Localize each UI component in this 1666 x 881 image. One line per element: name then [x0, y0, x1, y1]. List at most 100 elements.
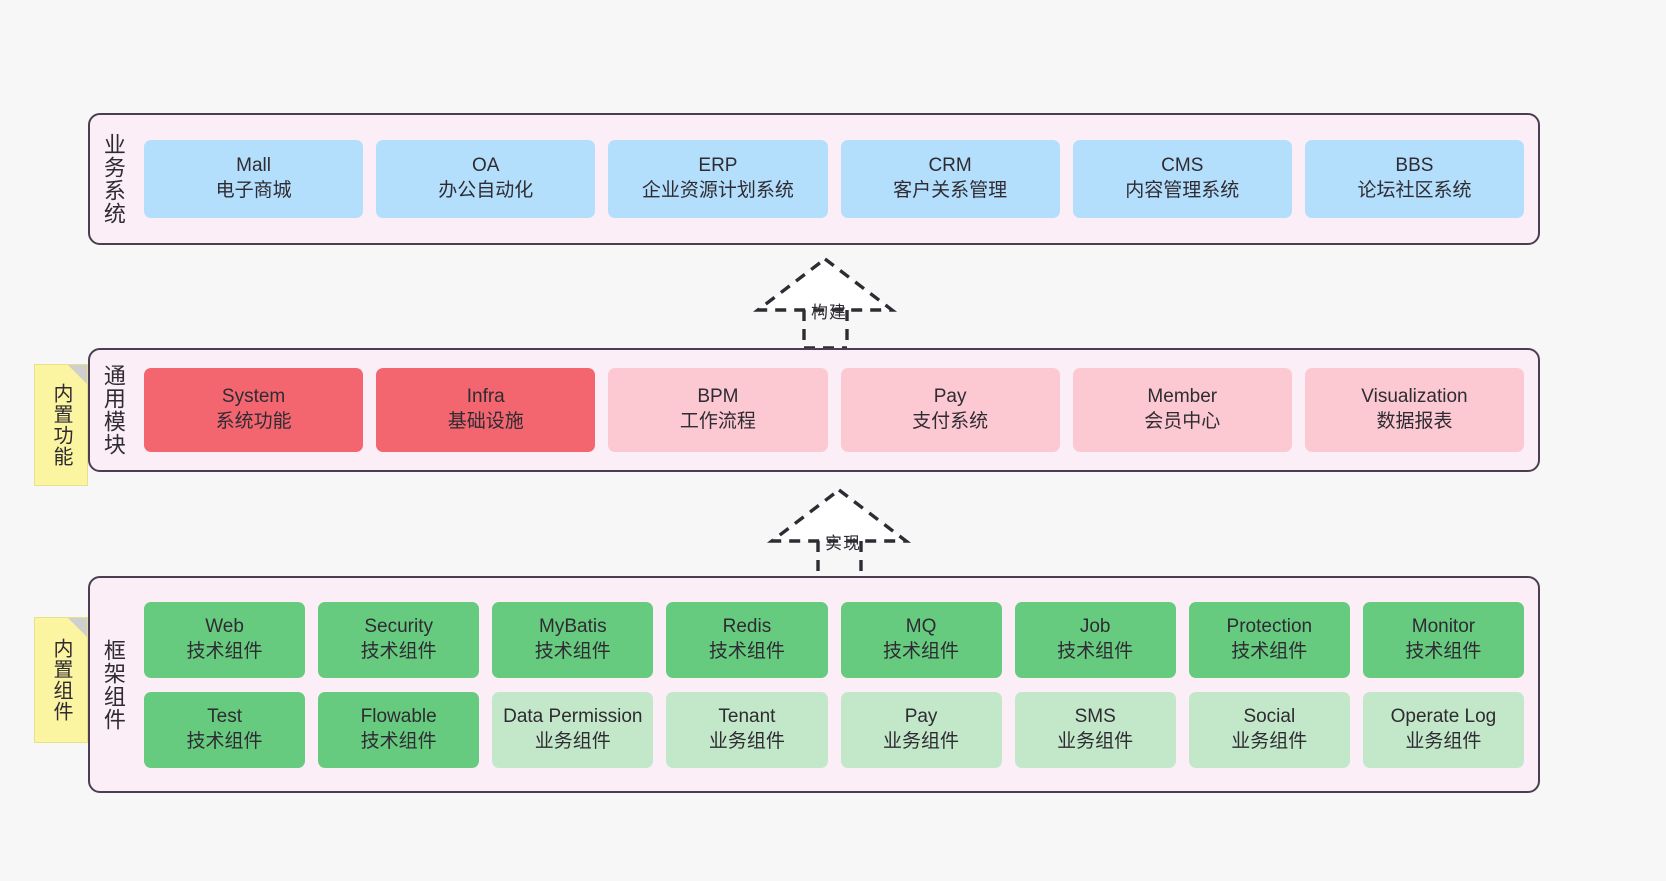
node-pay-module-title: Pay: [933, 386, 967, 408]
layer-business-system: 业务系统 Mall 电子商城 OA 办公自动化 ERP 企业资源计划系统 CRM: [88, 113, 1540, 245]
node-flowable[interactable]: Flowable 技术组件: [318, 691, 480, 768]
layer-common-module-body: System 系统功能 Infra 基础设施 BPM 工作流程 Pay 支付系统…: [136, 350, 1538, 470]
node-web-desc: 技术组件: [186, 640, 263, 662]
node-social[interactable]: Social 业务组件: [1188, 691, 1350, 768]
node-member[interactable]: Member 会员中心: [1072, 368, 1292, 452]
node-mq-desc: 技术组件: [883, 640, 960, 662]
tag-builtin-component: 内置组件: [34, 617, 88, 743]
node-cms-desc: 内容管理系统: [1125, 180, 1240, 201]
node-monitor-desc: 技术组件: [1405, 640, 1482, 662]
node-cms[interactable]: CMS 内容管理系统: [1072, 140, 1292, 218]
node-data-permission-title: Data Permission: [503, 705, 643, 727]
tag-builtin-feature-label: 内置功能: [50, 383, 72, 467]
node-infra-desc: 基础设施: [447, 411, 524, 432]
layer-framework-component: 框架组件 Web 技术组件 Security 技术组件 MyBatis 技术组件: [88, 576, 1540, 793]
node-mq-title: MQ: [905, 615, 937, 637]
connector-implement: 实现: [766, 487, 921, 581]
node-system-title: System: [221, 386, 286, 408]
node-flowable-desc: 技术组件: [360, 730, 437, 752]
framework-row-2: Test 技术组件 Flowable 技术组件 Data Permission …: [144, 691, 1524, 768]
tag-fold-corner-icon-2: [68, 618, 87, 637]
node-member-title: Member: [1147, 386, 1218, 408]
node-infra-title: Infra: [466, 386, 505, 408]
node-mybatis-title: MyBatis: [539, 615, 607, 637]
node-member-desc: 会员中心: [1144, 411, 1221, 432]
node-erp-title: ERP: [698, 155, 738, 177]
node-pay-component-title: Pay: [904, 705, 938, 727]
node-mybatis-desc: 技术组件: [534, 640, 611, 662]
node-oa-desc: 办公自动化: [438, 180, 534, 201]
node-system[interactable]: System 系统功能: [144, 368, 364, 452]
node-pay-module[interactable]: Pay 支付系统: [840, 368, 1060, 452]
node-crm[interactable]: CRM 客户关系管理: [840, 140, 1060, 218]
node-oa[interactable]: OA 办公自动化: [376, 140, 596, 218]
node-visualization-title: Visualization: [1361, 386, 1468, 408]
tag-builtin-component-label: 内置组件: [50, 638, 72, 722]
tag-builtin-feature: 内置功能: [34, 364, 88, 486]
node-test[interactable]: Test 技术组件: [144, 691, 306, 768]
node-pay-component-desc: 业务组件: [883, 730, 960, 752]
node-redis[interactable]: Redis 技术组件: [666, 601, 828, 678]
node-job-desc: 技术组件: [1057, 640, 1134, 662]
node-infra[interactable]: Infra 基础设施: [376, 368, 596, 452]
node-visualization-desc: 数据报表: [1376, 411, 1453, 432]
tag-fold-corner-icon: [68, 365, 87, 384]
node-redis-title: Redis: [722, 615, 772, 637]
node-mall-title: Mall: [236, 155, 271, 177]
node-data-permission[interactable]: Data Permission 业务组件: [492, 691, 654, 768]
node-mq[interactable]: MQ 技术组件: [840, 601, 1002, 678]
node-web[interactable]: Web 技术组件: [144, 601, 306, 678]
node-monitor-title: Monitor: [1411, 615, 1476, 637]
layer-common-module-label: 通用模块: [100, 364, 126, 456]
framework-node-grid: Web 技术组件 Security 技术组件 MyBatis 技术组件 Redi…: [144, 601, 1524, 768]
node-web-title: Web: [205, 615, 244, 637]
node-operate-log[interactable]: Operate Log 业务组件: [1362, 691, 1524, 768]
module-node-row: System 系统功能 Infra 基础设施 BPM 工作流程 Pay 支付系统…: [144, 368, 1525, 452]
node-tenant-desc: 业务组件: [708, 730, 785, 752]
build-arrowhead: [752, 256, 898, 312]
node-social-desc: 业务组件: [1231, 730, 1308, 752]
node-protection-desc: 技术组件: [1231, 640, 1308, 662]
node-mall-desc: 电子商城: [215, 180, 292, 201]
node-security[interactable]: Security 技术组件: [318, 601, 480, 678]
node-sms[interactable]: SMS 业务组件: [1014, 691, 1176, 768]
node-crm-desc: 客户关系管理: [893, 180, 1008, 201]
node-operate-log-title: Operate Log: [1390, 705, 1497, 727]
layer-business-system-body: Mall 电子商城 OA 办公自动化 ERP 企业资源计划系统 CRM 客户关系…: [136, 115, 1538, 243]
node-bbs[interactable]: BBS 论坛社区系统: [1304, 140, 1525, 218]
node-job[interactable]: Job 技术组件: [1014, 601, 1176, 678]
node-tenant-title: Tenant: [718, 705, 776, 727]
node-social-title: Social: [1243, 705, 1296, 727]
node-security-title: Security: [364, 615, 433, 637]
node-redis-desc: 技术组件: [708, 640, 785, 662]
node-bpm[interactable]: BPM 工作流程: [608, 368, 828, 452]
node-sms-title: SMS: [1074, 705, 1116, 727]
node-pay-component[interactable]: Pay 业务组件: [840, 691, 1002, 768]
node-security-desc: 技术组件: [360, 640, 437, 662]
node-protection-title: Protection: [1226, 615, 1313, 637]
node-bpm-title: BPM: [697, 386, 739, 408]
node-erp[interactable]: ERP 企业资源计划系统: [608, 140, 828, 218]
node-bbs-title: BBS: [1395, 155, 1434, 177]
node-mall[interactable]: Mall 电子商城: [144, 140, 364, 218]
node-erp-desc: 企业资源计划系统: [641, 180, 794, 201]
node-protection[interactable]: Protection 技术组件: [1188, 601, 1350, 678]
node-job-title: Job: [1079, 615, 1111, 637]
node-test-desc: 技术组件: [186, 730, 263, 752]
layer-common-module: 通用模块 System 系统功能 Infra 基础设施 BPM 工作流程 Pay: [88, 348, 1540, 472]
node-cms-title: CMS: [1161, 155, 1204, 177]
connector-implement-label: 实现: [825, 534, 861, 553]
node-mybatis[interactable]: MyBatis 技术组件: [492, 601, 654, 678]
node-system-desc: 系统功能: [215, 411, 292, 432]
node-test-title: Test: [207, 705, 242, 727]
node-pay-module-desc: 支付系统: [912, 411, 989, 432]
node-flowable-title: Flowable: [360, 705, 437, 727]
node-visualization[interactable]: Visualization 数据报表: [1304, 368, 1525, 452]
node-bpm-desc: 工作流程: [679, 411, 756, 432]
node-tenant[interactable]: Tenant 业务组件: [666, 691, 828, 768]
layer-business-system-label: 业务系统: [100, 133, 126, 225]
node-crm-title: CRM: [928, 155, 972, 177]
node-monitor[interactable]: Monitor 技术组件: [1362, 601, 1524, 678]
layer-framework-component-body: Web 技术组件 Security 技术组件 MyBatis 技术组件 Redi…: [136, 578, 1538, 791]
